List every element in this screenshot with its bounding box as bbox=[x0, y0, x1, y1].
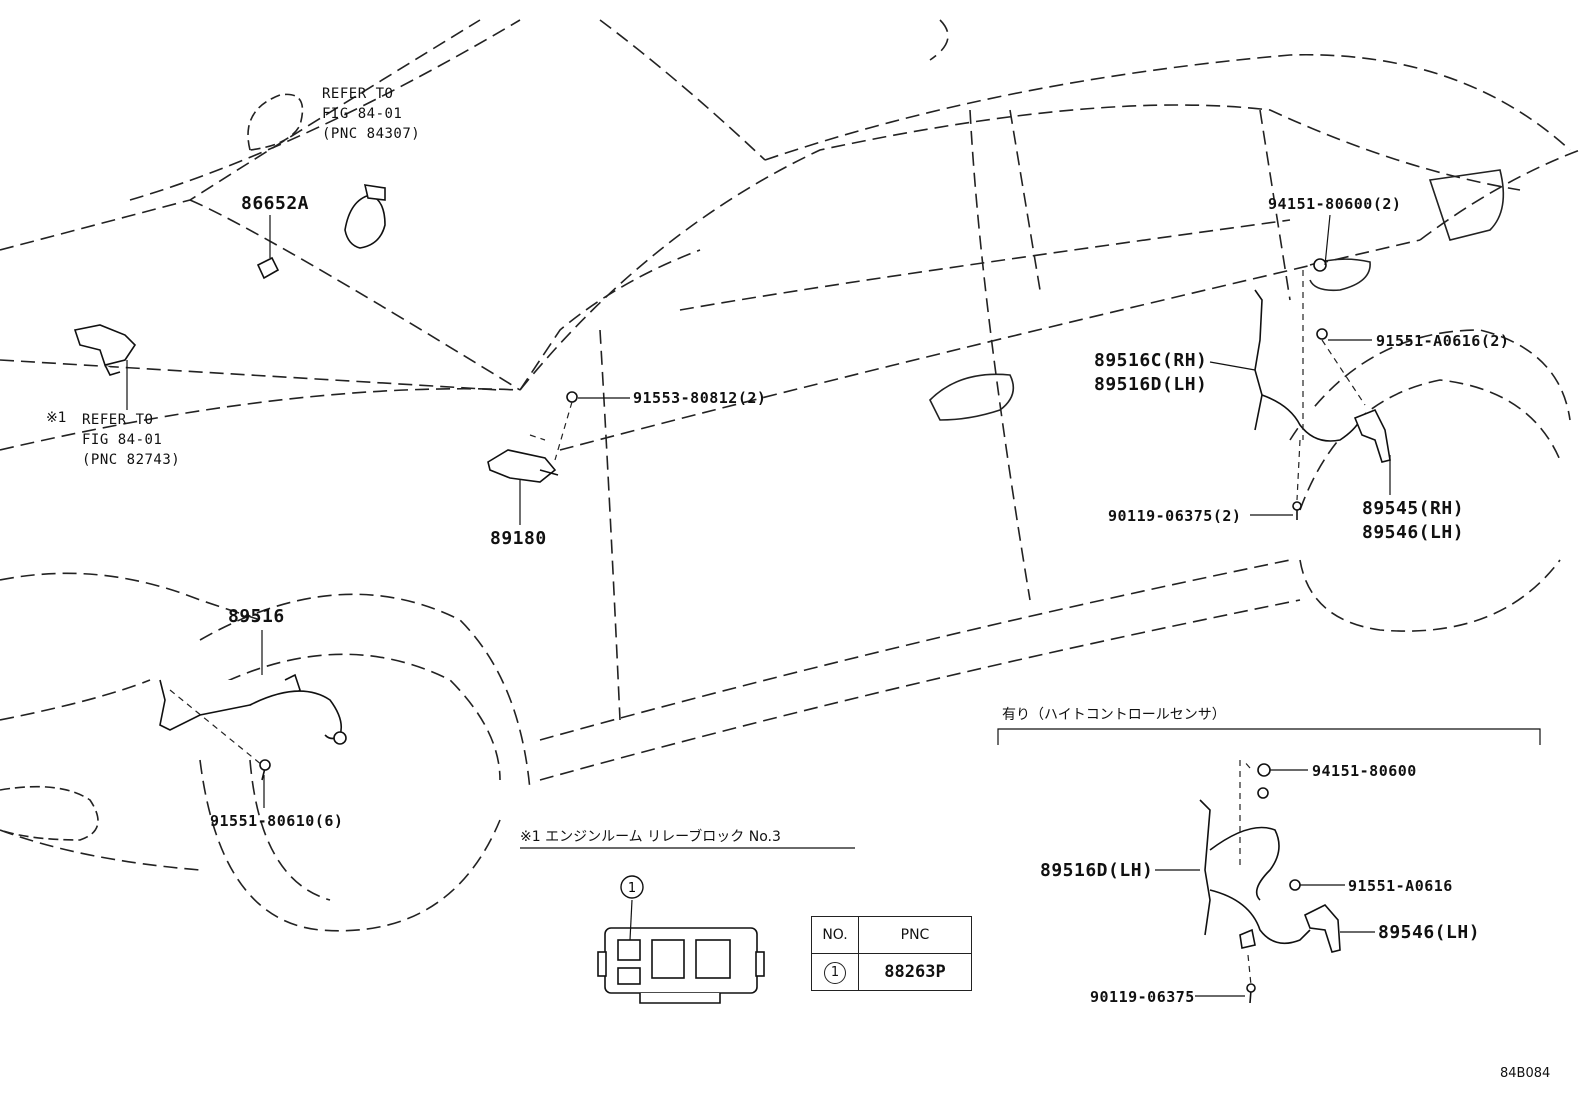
inset-label-90119: 90119-06375 bbox=[1090, 988, 1195, 1006]
refer-left-mark: ※1 bbox=[46, 410, 67, 426]
relay-callout-circle bbox=[620, 875, 644, 899]
part-89516-front-sensor bbox=[159, 673, 347, 745]
label-91553-80812: 91553-80812(2) bbox=[633, 389, 767, 407]
inset-label-89516d: 89516D(LH) bbox=[1040, 860, 1154, 881]
leader-lines bbox=[126, 214, 1541, 997]
relay-callout-number: 1 bbox=[628, 881, 636, 896]
part-86652a-sensor bbox=[256, 256, 280, 280]
label-89516: 89516 bbox=[228, 606, 285, 627]
inset-label-94151: 94151-80600 bbox=[1312, 762, 1417, 780]
refer-top-line1: REFER TO bbox=[322, 86, 394, 102]
refer-left-line1: REFER TO bbox=[82, 412, 154, 428]
pnc-row-number: 1 bbox=[824, 961, 846, 984]
part-82743-bracket bbox=[73, 324, 137, 376]
pnc-table-row-pnc: 88263P bbox=[858, 953, 972, 991]
label-90119-06375-2: 90119-06375(2) bbox=[1108, 507, 1242, 525]
part-84307-clock-spring bbox=[344, 184, 386, 249]
car-body-outline bbox=[0, 19, 1581, 932]
relay-block-title: ※1 エンジンルーム リレーブロック No.3 bbox=[520, 829, 781, 845]
dashed-leaders bbox=[169, 270, 1366, 986]
inset-label-89546: 89546(LH) bbox=[1378, 922, 1481, 943]
refer-left-line2: FIG 84-01 bbox=[82, 432, 163, 448]
label-86652a: 86652A bbox=[241, 193, 310, 214]
part-88263p-relay-block bbox=[597, 927, 765, 1004]
label-89516c: 89516C(RH) bbox=[1094, 350, 1208, 371]
figure-id: 84B084 bbox=[1500, 1066, 1551, 1081]
refer-left-line3: (PNC 82743) bbox=[82, 452, 181, 468]
label-94151-80600-2: 94151-80600(2) bbox=[1268, 195, 1402, 213]
label-91551-a0616-2: 91551-A0616(2) bbox=[1376, 332, 1510, 350]
inset-title: 有り（ハイトコントロールセンサ） bbox=[1002, 707, 1226, 723]
inset-label-91551: 91551-A0616 bbox=[1348, 877, 1453, 895]
label-89546: 89546(LH) bbox=[1362, 522, 1465, 543]
label-91551-80610: 91551-80610(6) bbox=[210, 812, 344, 830]
label-89516d: 89516D(LH) bbox=[1094, 374, 1208, 395]
label-89180: 89180 bbox=[490, 528, 547, 549]
part-89180-ecu bbox=[487, 449, 559, 483]
parts bbox=[73, 184, 1391, 1004]
pnc-table-header-pnc: PNC bbox=[858, 916, 972, 954]
pnc-table: NO. PNC 1 88263P bbox=[811, 916, 972, 991]
inset-sensor-assembly bbox=[1199, 799, 1341, 953]
label-89545: 89545(RH) bbox=[1362, 498, 1465, 519]
pnc-table-header-no: NO. bbox=[811, 916, 859, 954]
refer-top-line3: (PNC 84307) bbox=[322, 126, 421, 142]
refer-top-line2: FIG 84-01 bbox=[322, 106, 403, 122]
pnc-table-row-no: 1 bbox=[811, 953, 859, 991]
part-89516c-rear-sensor bbox=[1254, 289, 1391, 463]
